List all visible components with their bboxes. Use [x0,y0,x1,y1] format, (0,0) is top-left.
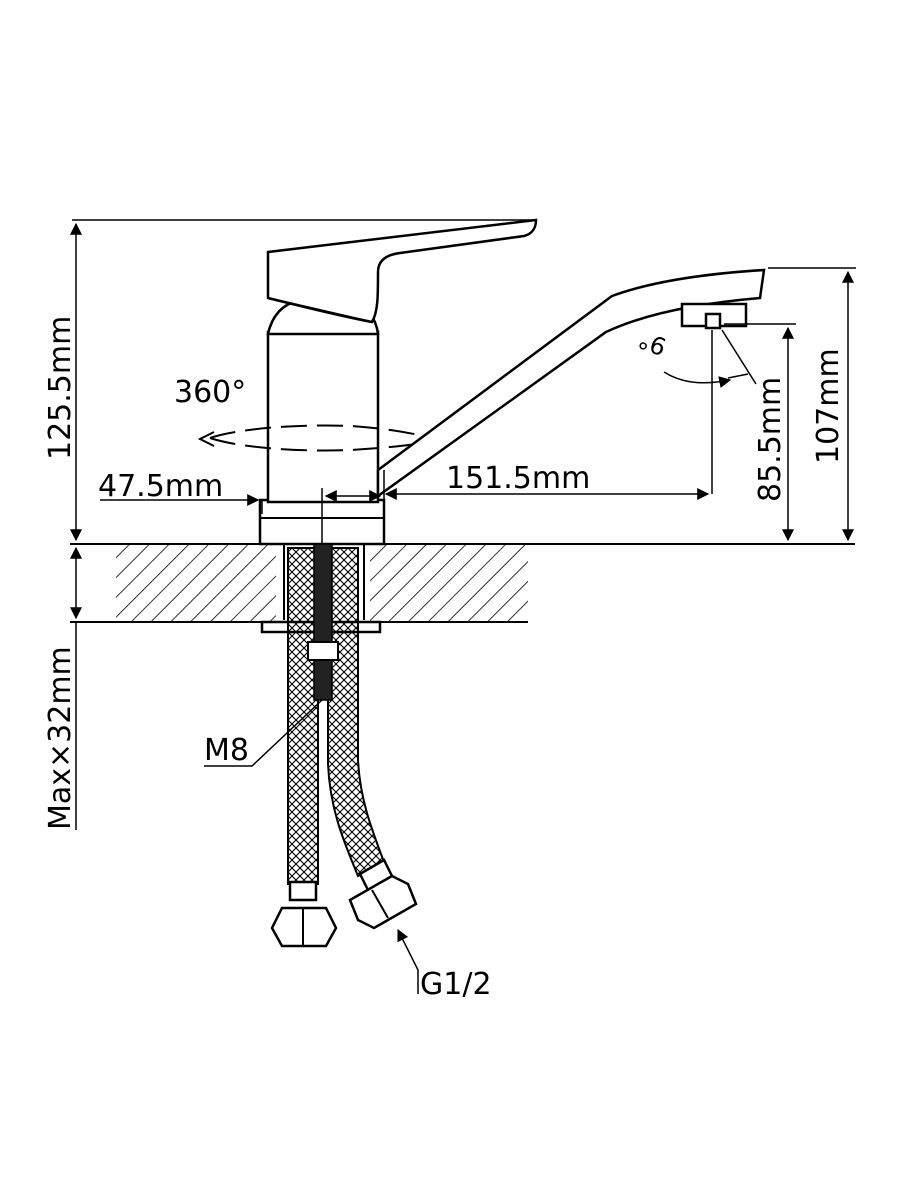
threaded-stud [313,543,333,701]
label-total-height: 125.5mm [43,316,78,460]
g12-leader [397,928,419,994]
rotation-indicator [209,424,441,441]
label-stud-thread: M8 [204,733,249,768]
label-spout-reach: 151.5mm [446,461,590,496]
m8-leader [204,699,323,767]
label-base-diameter: 47.5mm [98,469,223,504]
hex-nut-right [348,874,418,930]
label-rotation: 360° [174,375,246,410]
label-spout-top-height: 107mm [811,348,846,464]
countertop [70,542,855,624]
label-hose-connector: G1/2 [420,967,492,1002]
label-max-countertop: Max×32mm [43,646,78,830]
main-column [266,330,380,504]
dimension-labels: 125.5mm 360° 47.5mm 151.5mm 85.5mm 107mm… [43,316,846,1002]
connection-assembly [204,543,419,994]
label-outlet-height: 85.5mm [753,377,788,502]
label-spout-angle: 9° [635,325,670,361]
spout [376,268,766,499]
dimension-lines [70,219,856,830]
hose-left [287,547,319,885]
spout-tube [376,268,766,499]
